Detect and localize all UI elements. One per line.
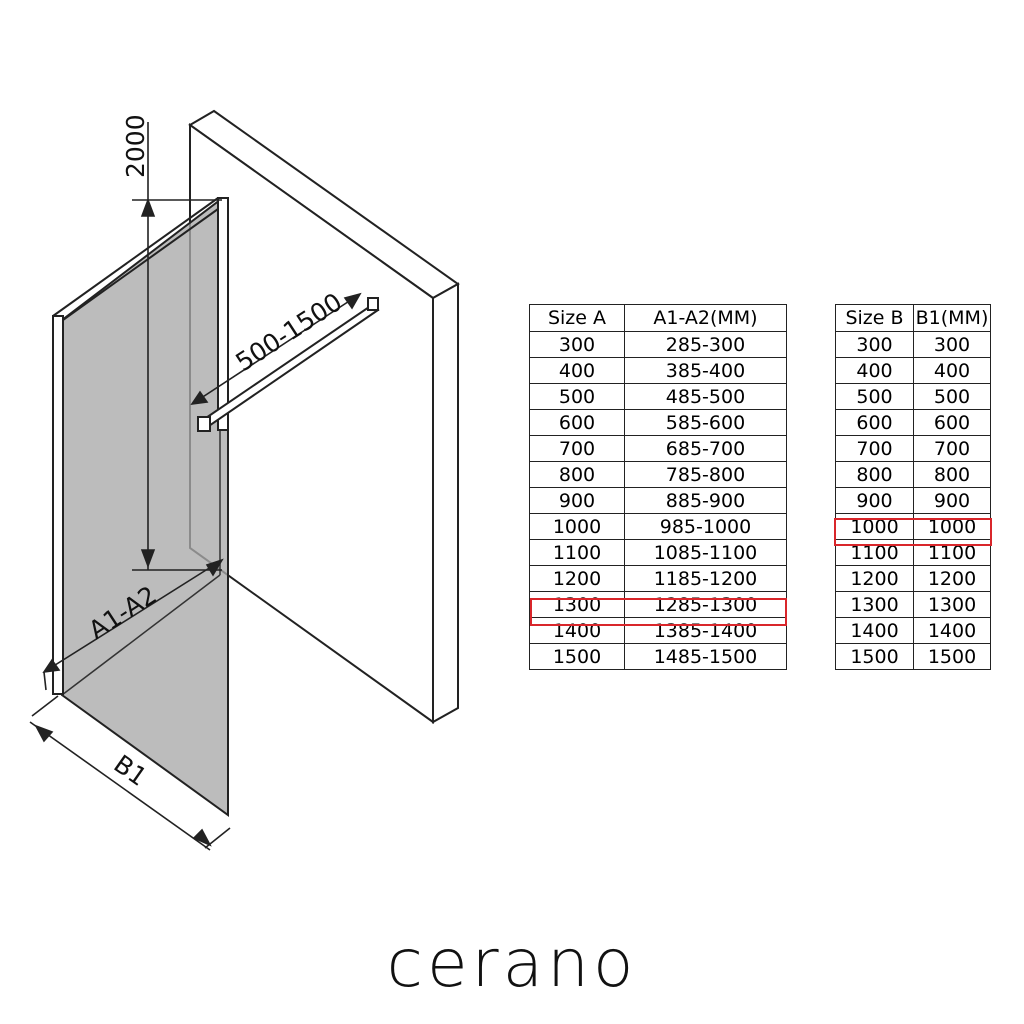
size-b-cell: 1500	[913, 643, 991, 670]
size-a-cell: 300	[529, 331, 625, 358]
size-a-header-cell: A1-A2(MM)	[624, 304, 787, 332]
size-a-cell: 1300	[529, 591, 625, 618]
size-a-cell: 785-800	[624, 461, 787, 488]
wall-profile-channel	[52, 315, 64, 695]
dim-height-label: 2000	[121, 114, 150, 178]
wall	[188, 109, 460, 724]
size-b-cell: 600	[835, 409, 914, 436]
size-a-cell: 700	[529, 435, 625, 462]
size-a-cell: 1485-1500	[624, 643, 787, 670]
wall-side-face	[432, 282, 459, 724]
size-b-cell: 1400	[913, 617, 991, 644]
size-a-cell: 400	[529, 357, 625, 384]
size-a-cell: 485-500	[624, 383, 787, 410]
size-a-cell: 1385-1400	[624, 617, 787, 644]
size-b-cell: 300	[835, 331, 914, 358]
size-b-cell: 1200	[913, 565, 991, 592]
size-a-highlight	[530, 598, 787, 626]
size-a-cell: 985-1000	[624, 513, 787, 540]
size-a-cell: 685-700	[624, 435, 787, 462]
size-a-cell: 1185-1200	[624, 565, 787, 592]
size-b-cell: 900	[913, 487, 991, 514]
size-a-cell: 385-400	[624, 357, 787, 384]
size-b-cell: 600	[913, 409, 991, 436]
size-b-cell: 1200	[835, 565, 914, 592]
size-b-cell: 700	[913, 435, 991, 462]
size-a-header-cell: Size A	[529, 304, 625, 332]
size-a-cell: 1200	[529, 565, 625, 592]
size-a-cell: 585-600	[624, 409, 787, 436]
size-b-cell: 700	[835, 435, 914, 462]
size-a-cell: 1100	[529, 539, 625, 566]
size-a-cell: 900	[529, 487, 625, 514]
size-a-cell: 1085-1100	[624, 539, 787, 566]
size-b-header-cell: Size B	[835, 304, 914, 332]
size-b-cell: 1300	[835, 591, 914, 618]
support-arm-wall-fix	[367, 297, 379, 311]
size-a-cell: 1500	[529, 643, 625, 670]
size-b-cell: 800	[835, 461, 914, 488]
size-b-cell: 500	[835, 383, 914, 410]
size-b-cell: 1500	[835, 643, 914, 670]
glass-bottom-edge	[61, 574, 221, 696]
size-b-cell: 1000	[913, 513, 991, 540]
size-b-cell: 500	[913, 383, 991, 410]
support-arm	[197, 297, 380, 432]
size-b-cell: 1300	[913, 591, 991, 618]
size-a-cell: 600	[529, 409, 625, 436]
size-a-cell: 500	[529, 383, 625, 410]
brand-logo: cerano	[386, 925, 638, 1002]
size-b-highlight	[834, 518, 992, 546]
size-b-cell: 900	[835, 487, 914, 514]
wall-profile	[52, 197, 229, 695]
size-a-cell: 285-300	[624, 331, 787, 358]
size-b-cell: 400	[913, 357, 991, 384]
size-b-cell: 1400	[835, 617, 914, 644]
size-a-cell: 1000	[529, 513, 625, 540]
size-b-cell: 800	[913, 461, 991, 488]
size-a-cell: 800	[529, 461, 625, 488]
size-a-cell: 885-900	[624, 487, 787, 514]
support-arm-clamp	[197, 416, 211, 432]
size-b-cell: 400	[835, 357, 914, 384]
dimension-lines	[29, 122, 362, 851]
size-b-cell: 300	[913, 331, 991, 358]
size-b-header-cell: B1(MM)	[913, 304, 991, 332]
